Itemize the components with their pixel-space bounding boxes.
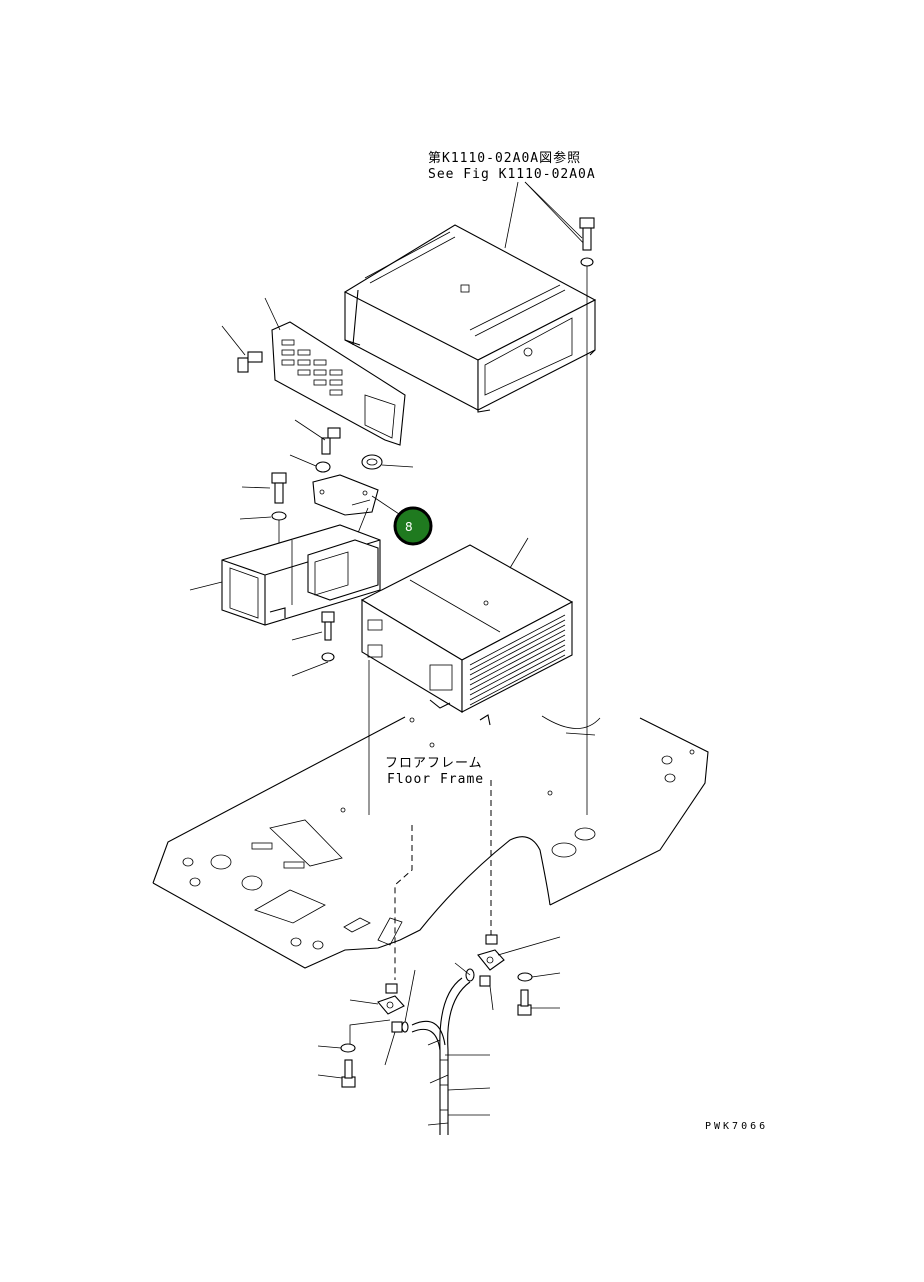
washer: [517, 972, 533, 982]
leader-line: [404, 969, 416, 1023]
callout-badge[interactable]: 8: [393, 506, 433, 546]
nut: [485, 934, 498, 945]
leader-line: [241, 486, 271, 489]
leader-line: [317, 1074, 343, 1079]
bolt: [321, 427, 341, 455]
leader-line: [489, 985, 494, 1011]
washer: [271, 511, 287, 521]
leader-line: [427, 1039, 441, 1046]
leader-line: [524, 181, 583, 239]
leader-line: [221, 325, 246, 356]
grommet: [361, 454, 383, 470]
leader-line: [427, 1122, 449, 1126]
see-fig-label-jp: 第K1110-02A0A図参照: [428, 150, 581, 166]
bolt: [321, 611, 335, 641]
assembly-line: [394, 825, 413, 980]
washer: [315, 461, 331, 473]
floor-frame: [152, 715, 709, 969]
controller-unit: [360, 544, 574, 726]
leader-line: [317, 1045, 342, 1049]
leader-line: [371, 495, 403, 517]
leader-line: [447, 1087, 491, 1091]
clamp: [377, 995, 405, 1015]
see-fig-label-en: See Fig K1110-02A0A: [428, 167, 596, 182]
leader-line: [524, 181, 591, 251]
leader-line: [381, 464, 414, 468]
leader-line: [291, 631, 323, 641]
screw: [237, 351, 263, 373]
small-plate: [312, 474, 379, 516]
upper-bracket: [343, 224, 597, 413]
leader-line: [429, 1074, 449, 1084]
bolt: [579, 217, 595, 251]
leader-line: [531, 972, 561, 978]
drawing-code: PWK7066: [705, 1121, 768, 1132]
leader-line: [264, 297, 281, 331]
leader-line: [349, 999, 379, 1005]
leader-line: [454, 962, 471, 976]
bolt: [517, 989, 532, 1016]
leader-line: [291, 661, 329, 677]
leader-line: [384, 1031, 396, 1066]
callout-number: 8: [405, 520, 413, 534]
washer: [321, 652, 335, 662]
leader-line: [294, 419, 326, 441]
washer: [580, 257, 594, 267]
leader-line: [239, 516, 272, 520]
leader-line: [504, 181, 519, 249]
leader-line: [509, 537, 529, 569]
floor-frame-label-jp: フロアフレーム: [385, 756, 483, 771]
leader-line: [289, 454, 317, 467]
washer: [340, 1043, 356, 1053]
grommet: [366, 458, 378, 466]
o-ring: [401, 1021, 409, 1033]
bolt: [341, 1059, 356, 1088]
drain-hose: [411, 977, 471, 1135]
clamp: [477, 949, 505, 971]
leader-line: [349, 1019, 391, 1045]
nut: [385, 983, 398, 994]
leader-line: [497, 936, 561, 956]
leader-line: [189, 581, 223, 591]
bolt: [271, 472, 287, 504]
air-duct: [221, 524, 381, 626]
vent-cover-plate: [271, 321, 406, 446]
floor-frame-label-en: Floor Frame: [387, 772, 484, 787]
